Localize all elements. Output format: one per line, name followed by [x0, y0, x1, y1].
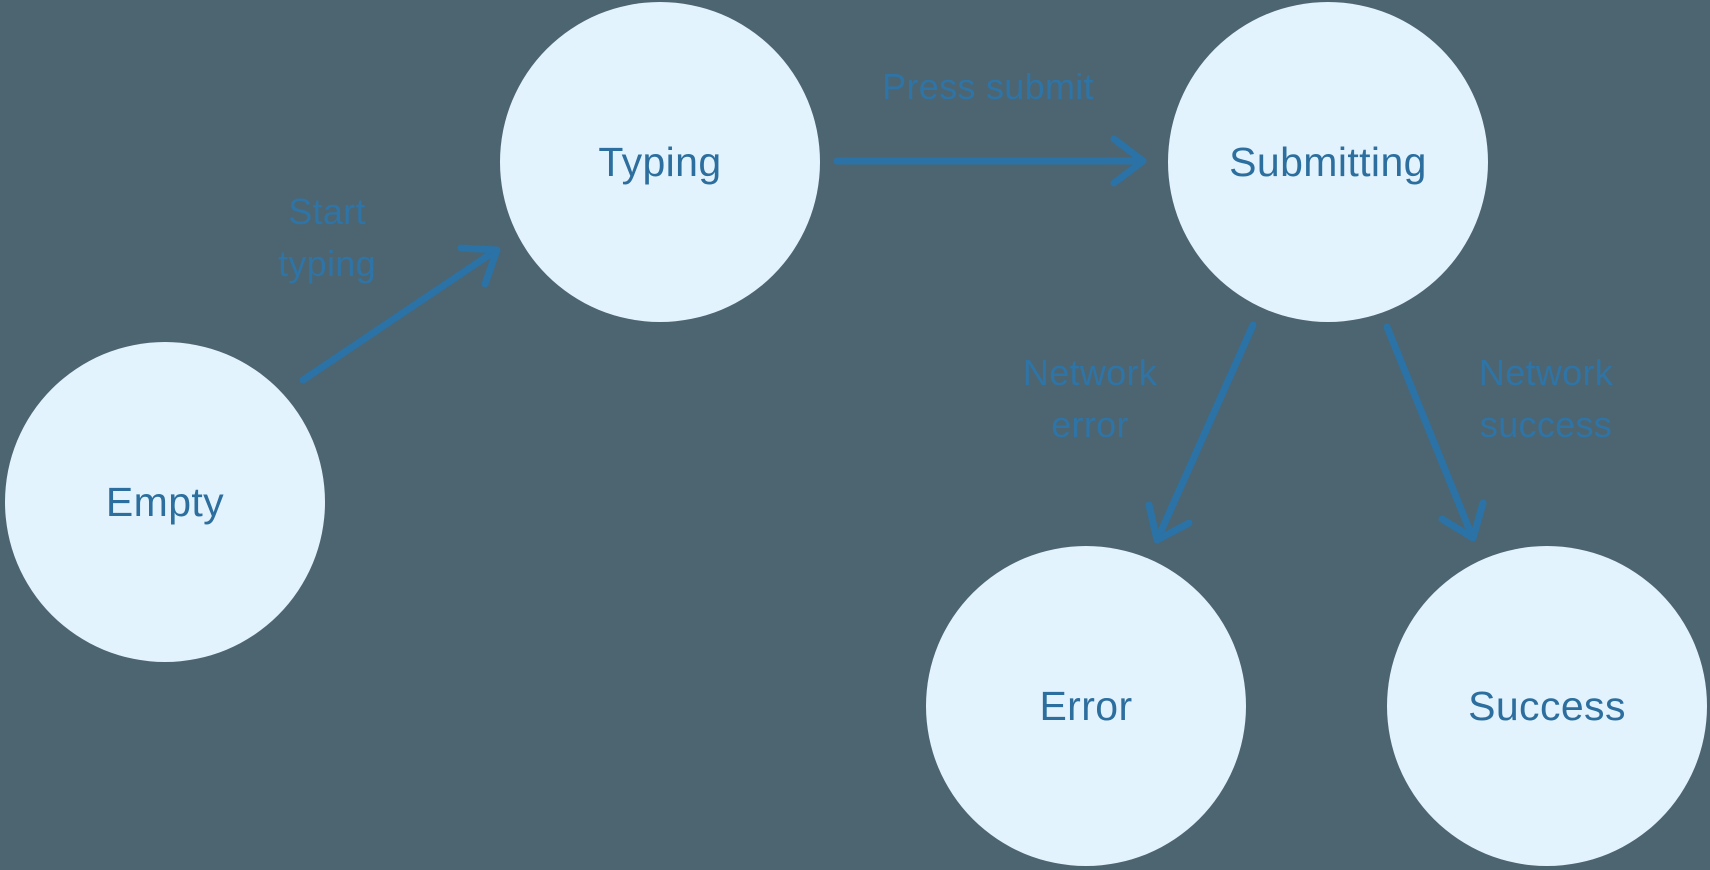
edge-arrow-submitting-to-error: [1145, 321, 1257, 544]
edge-arrow-submitting-to-success: [1383, 323, 1487, 542]
edge-arrow-empty-to-typing: [299, 244, 501, 384]
node-empty-label: Empty: [105, 478, 225, 525]
node-success: Success: [1387, 546, 1707, 866]
node-error: Error: [926, 546, 1246, 866]
node-submitting: Submitting: [1168, 2, 1488, 322]
node-submitting-label: Submitting: [1229, 138, 1427, 185]
edge-label-network-error: Network error: [1022, 352, 1158, 445]
edge-label-press-submit: Press submit: [882, 66, 1094, 108]
edge-label-network-success: Network success: [1478, 352, 1614, 445]
edge-arrow-typing-to-submitting: [833, 135, 1147, 187]
node-error-label: Error: [1039, 682, 1133, 729]
node-typing-label: Typing: [598, 138, 722, 185]
node-empty: Empty: [5, 342, 325, 662]
node-success-label: Success: [1468, 682, 1626, 729]
node-typing: Typing: [500, 2, 820, 322]
edge-label-start-typing: Start typing: [278, 191, 376, 284]
